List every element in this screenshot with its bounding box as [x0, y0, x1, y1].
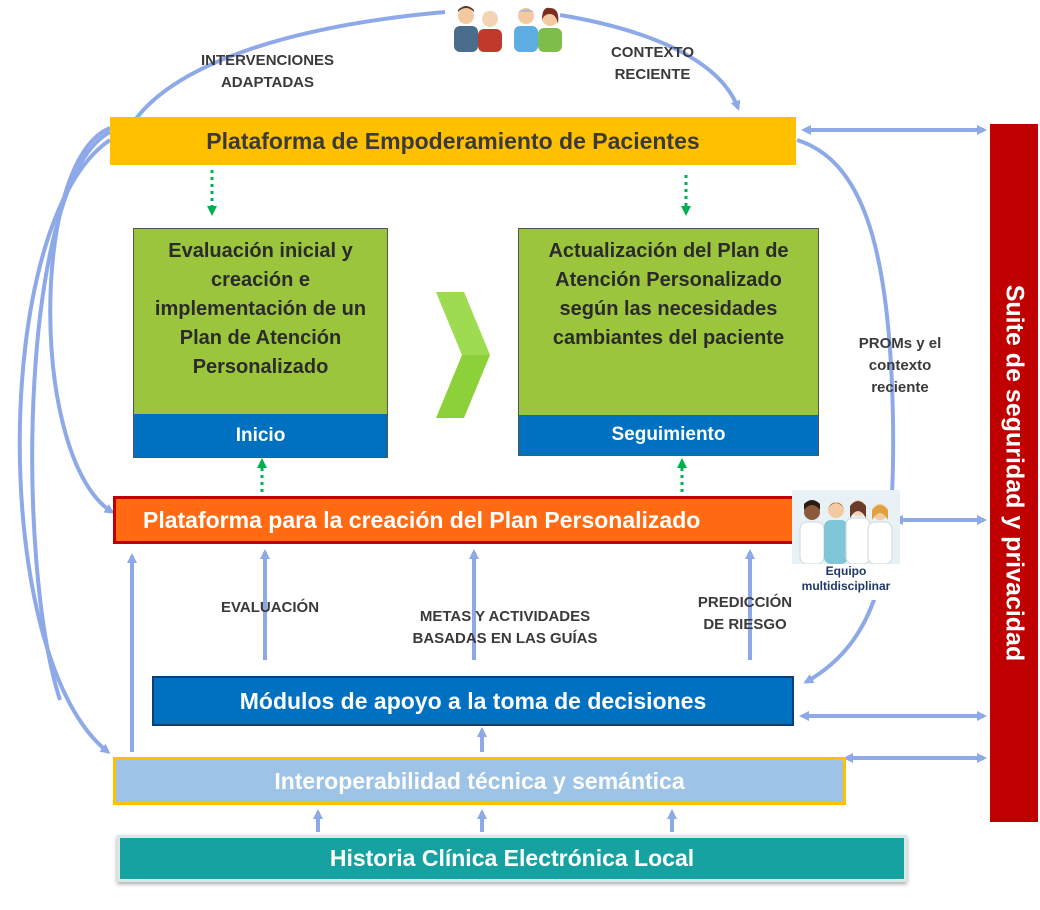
plan-update-text: Actualización del Plan de Atención Perso… — [548, 240, 789, 349]
label-proms: PROMs y el contexto reciente — [858, 335, 942, 396]
label-risk: PREDICCIÓN DE RIESGO — [697, 594, 793, 633]
security-suite-label: Suite de seguridad y privacidad — [1000, 284, 1029, 662]
label-goals: METAS Y ACTIVIDADES BASADAS EN LAS GUÍAS — [412, 608, 598, 647]
interoperability-label: Interoperabilidad técnica y semántica — [274, 767, 685, 794]
label-context: CONTEXTO RECIENTE — [610, 44, 695, 83]
medical-team-icon — [792, 490, 900, 564]
update-footer: Seguimiento — [519, 415, 818, 455]
update-footer-label: Seguimiento — [611, 424, 726, 445]
local-ehr: Historia Clínica Electrónica Local — [117, 835, 907, 882]
plan-platform-label: Plataforma para la creación del Plan Per… — [143, 507, 701, 533]
ehr-label: Historia Clínica Electrónica Local — [329, 845, 695, 871]
initial-footer-label: Inicio — [235, 424, 286, 446]
arc-interventions — [133, 10, 446, 122]
patient-platform-label: Plataforma de Empoderamiento de Paciente… — [206, 127, 700, 154]
arc-context — [559, 13, 741, 111]
curve-left-to-plan — [48, 126, 115, 514]
chevron-right-icon — [436, 292, 490, 418]
initial-evaluation-text: Evaluación inicial y creación e implemen… — [154, 240, 367, 378]
curve-left-outer — [30, 130, 111, 701]
decision-modules-label: Módulos de apoyo a la toma de decisiones — [239, 687, 707, 714]
patients-family-icon — [454, 6, 562, 52]
label-evaluation: EVALUACIÓN — [220, 599, 320, 616]
medical-team-card: Equipo multidisciplinar — [792, 490, 900, 600]
curve-right-proms — [796, 138, 896, 684]
patient-empowerment-platform: Plataforma de Empoderamiento de Paciente… — [110, 117, 796, 165]
decision-support-modules: Módulos de apoyo a la toma de decisiones — [152, 676, 794, 726]
interoperability-layer: Interoperabilidad técnica y semántica — [113, 757, 846, 805]
label-interventions: INTERVENCIONES ADAPTADAS — [200, 52, 335, 91]
security-privacy-suite: Suite de seguridad y privacidad — [990, 124, 1038, 822]
initial-footer: Inicio — [134, 414, 387, 457]
team-label: Equipo multidisciplinar — [801, 564, 891, 593]
initial-evaluation-box: Evaluación inicial y creación e implemen… — [133, 228, 388, 458]
plan-creation-platform: Plataforma para la creación del Plan Per… — [113, 496, 798, 544]
plan-update-box: Actualización del Plan de Atención Perso… — [518, 228, 819, 456]
